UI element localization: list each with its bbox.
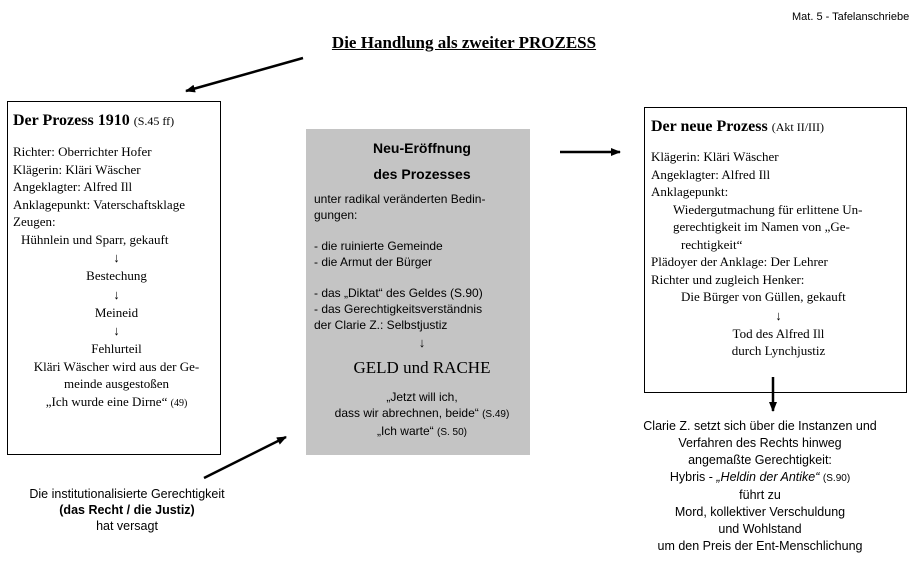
caption-right-line-2: Verfahren des Rechts hinweg bbox=[678, 436, 842, 450]
caption-right-line-5: führt zu bbox=[739, 488, 781, 502]
step-bribery: Bestechung bbox=[86, 268, 147, 283]
condition-item-1: - die ruinierte Gemeinde bbox=[314, 239, 443, 253]
step-perjury: Meineid bbox=[94, 304, 139, 320]
box-new-trial-title-text: Der neue Prozess bbox=[651, 118, 768, 135]
outcome-line-1: Kläri Wäscher wird aus der Ge- bbox=[33, 358, 200, 374]
caption-right-line-4: Hybris - „Heldin der Antike“ (S.90) bbox=[622, 469, 898, 487]
down-arrow-icon: ↓ bbox=[113, 250, 120, 265]
caption-right-line-6: Mord, kollektiver Verschuldung bbox=[674, 505, 846, 519]
new-charge-line-2: gerechtigkeit im Namen von „Ge- bbox=[673, 219, 850, 234]
new-judge-detail: Die Bürger von Güllen, gekauft bbox=[681, 289, 846, 304]
new-plaintiff-line: Klägerin: Kläri Wäscher bbox=[651, 149, 779, 164]
quote1-text: dass wir abrechnen, beide“ bbox=[334, 406, 479, 420]
quote2-line: „Ich warte“ (S. 50) bbox=[314, 423, 530, 441]
plea-line: Plädoyer der Anklage: Der Lehrer bbox=[651, 254, 828, 269]
reopening-title-line-2: des Prozesses bbox=[373, 166, 471, 182]
quote2-text: „Ich warte“ bbox=[376, 424, 434, 438]
intro-line-2: gungen: bbox=[314, 208, 358, 222]
box-trial-1910-title: Der Prozess 1910 (S.45 ff) bbox=[13, 110, 220, 132]
box-new-trial-title-ref: (Akt II/III) bbox=[771, 120, 825, 134]
arrow-caption-to-middle-box bbox=[203, 435, 287, 480]
new-charge-line-1: Wiedergutmachung für erlittene Un- bbox=[673, 201, 863, 217]
caption-claire-hybris: Clarie Z. setzt sich über die Instanzen … bbox=[622, 418, 898, 555]
new-outcome-line-1: Tod des Alfred Ill bbox=[732, 325, 825, 341]
plaintiff-line: Klägerin: Kläri Wäscher bbox=[13, 161, 141, 177]
witnesses-label: Zeugen: bbox=[13, 214, 56, 229]
new-judge-line: Richter und zugleich Henker: bbox=[651, 271, 805, 287]
caption-right-line-4-ref: (S.90) bbox=[822, 473, 851, 484]
witnesses-line: Hühnlein und Sparr, gekauft bbox=[21, 231, 169, 247]
quote1-ref: (S.49) bbox=[482, 409, 510, 420]
condition-item-4-cont: der Clarie Z.: Selbstjustiz bbox=[314, 318, 448, 332]
caption-right-line-4-prefix: Hybris - bbox=[669, 470, 717, 484]
down-arrow-icon: ↓ bbox=[775, 307, 782, 323]
intro-line-1: unter radikal veränderten Bedin- bbox=[314, 192, 486, 206]
quote-text: „Ich wurde eine Dirne“ bbox=[45, 393, 168, 409]
quote1-line-1: „Jetzt will ich, bbox=[386, 390, 458, 404]
box-new-trial: Der neue Prozess (Akt II/III) Klägerin: … bbox=[644, 107, 907, 393]
new-defendant-line: Angeklagter: Alfred Ill bbox=[651, 166, 771, 182]
outcome-line-2: meinde ausgestoßen bbox=[63, 376, 170, 391]
defendant-line: Angeklagter: Alfred Ill bbox=[13, 179, 133, 194]
reopening-title-line-1: Neu-Eröffnung bbox=[373, 140, 471, 156]
new-outcome-line-2: durch Lynchjustiz bbox=[731, 343, 826, 358]
new-charge-line-3: rechtigkeit“ bbox=[681, 236, 743, 252]
material-label: Mat. 5 - Tafelanschriebe bbox=[792, 11, 910, 23]
box-new-trial-title: Der neue Prozess (Akt II/III) bbox=[651, 116, 906, 138]
quote-ref: (49) bbox=[170, 397, 188, 409]
quote2-ref: (S. 50) bbox=[437, 427, 468, 438]
quote-line: „Ich wurde eine Dirne“ (49) bbox=[13, 393, 220, 413]
down-arrow-icon: ↓ bbox=[113, 286, 120, 302]
down-arrow-icon: ↓ bbox=[418, 335, 426, 350]
judge-line: Richter: Oberrichter Hofer bbox=[13, 144, 152, 159]
caption-right-line-1: Clarie Z. setzt sich über die Instanzen … bbox=[643, 419, 877, 433]
box-trial-1910-title-ref: (S.45 ff) bbox=[133, 114, 175, 128]
caption-left-line-3: hat versagt bbox=[96, 519, 158, 533]
caption-institutional-justice: Die institutionalisierte Gerechtigkeit (… bbox=[18, 486, 236, 534]
box-reopening: Neu-Eröffnung des Prozesses unter radika… bbox=[306, 129, 530, 455]
condition-item-2: - die Armut der Bürger bbox=[314, 255, 433, 269]
caption-right-line-3: angemaßte Gerechtigkeit: bbox=[688, 453, 832, 467]
condition-item-4: - das Gerechtigkeitsverständnis bbox=[314, 302, 483, 316]
box-trial-1910-title-text: Der Prozess 1910 bbox=[13, 112, 130, 129]
arrow-title-to-left-box bbox=[185, 56, 304, 93]
main-title: Die Handlung als zweiter PROZESS bbox=[331, 33, 597, 52]
caption-right-line-8: um den Preis der Ent-Menschlichung bbox=[657, 539, 863, 553]
caption-right-line-7: und Wohlstand bbox=[718, 522, 802, 536]
caption-left-line-2: (das Recht / die Justiz) bbox=[59, 503, 195, 517]
quote1-line-2: dass wir abrechnen, beide“ (S.49) bbox=[314, 405, 530, 423]
condition-item-3: - das „Diktat“ des Geldes (S.90) bbox=[314, 286, 483, 300]
step-wrong-verdict: Fehlurteil bbox=[91, 341, 142, 356]
charge-line: Anklagepunkt: Vaterschaftsklage bbox=[13, 196, 185, 212]
down-arrow-icon: ↓ bbox=[113, 323, 120, 338]
box-trial-1910: Der Prozess 1910 (S.45 ff) Richter: Ober… bbox=[7, 101, 221, 455]
caption-left-line-1: Die institutionalisierte Gerechtigkeit bbox=[29, 487, 225, 501]
caption-right-line-4-emph: „Heldin der Antike“ bbox=[716, 470, 820, 484]
motto-money-revenge: GELD und RACHE bbox=[353, 358, 491, 377]
new-charge-label: Anklagepunkt: bbox=[651, 184, 729, 199]
